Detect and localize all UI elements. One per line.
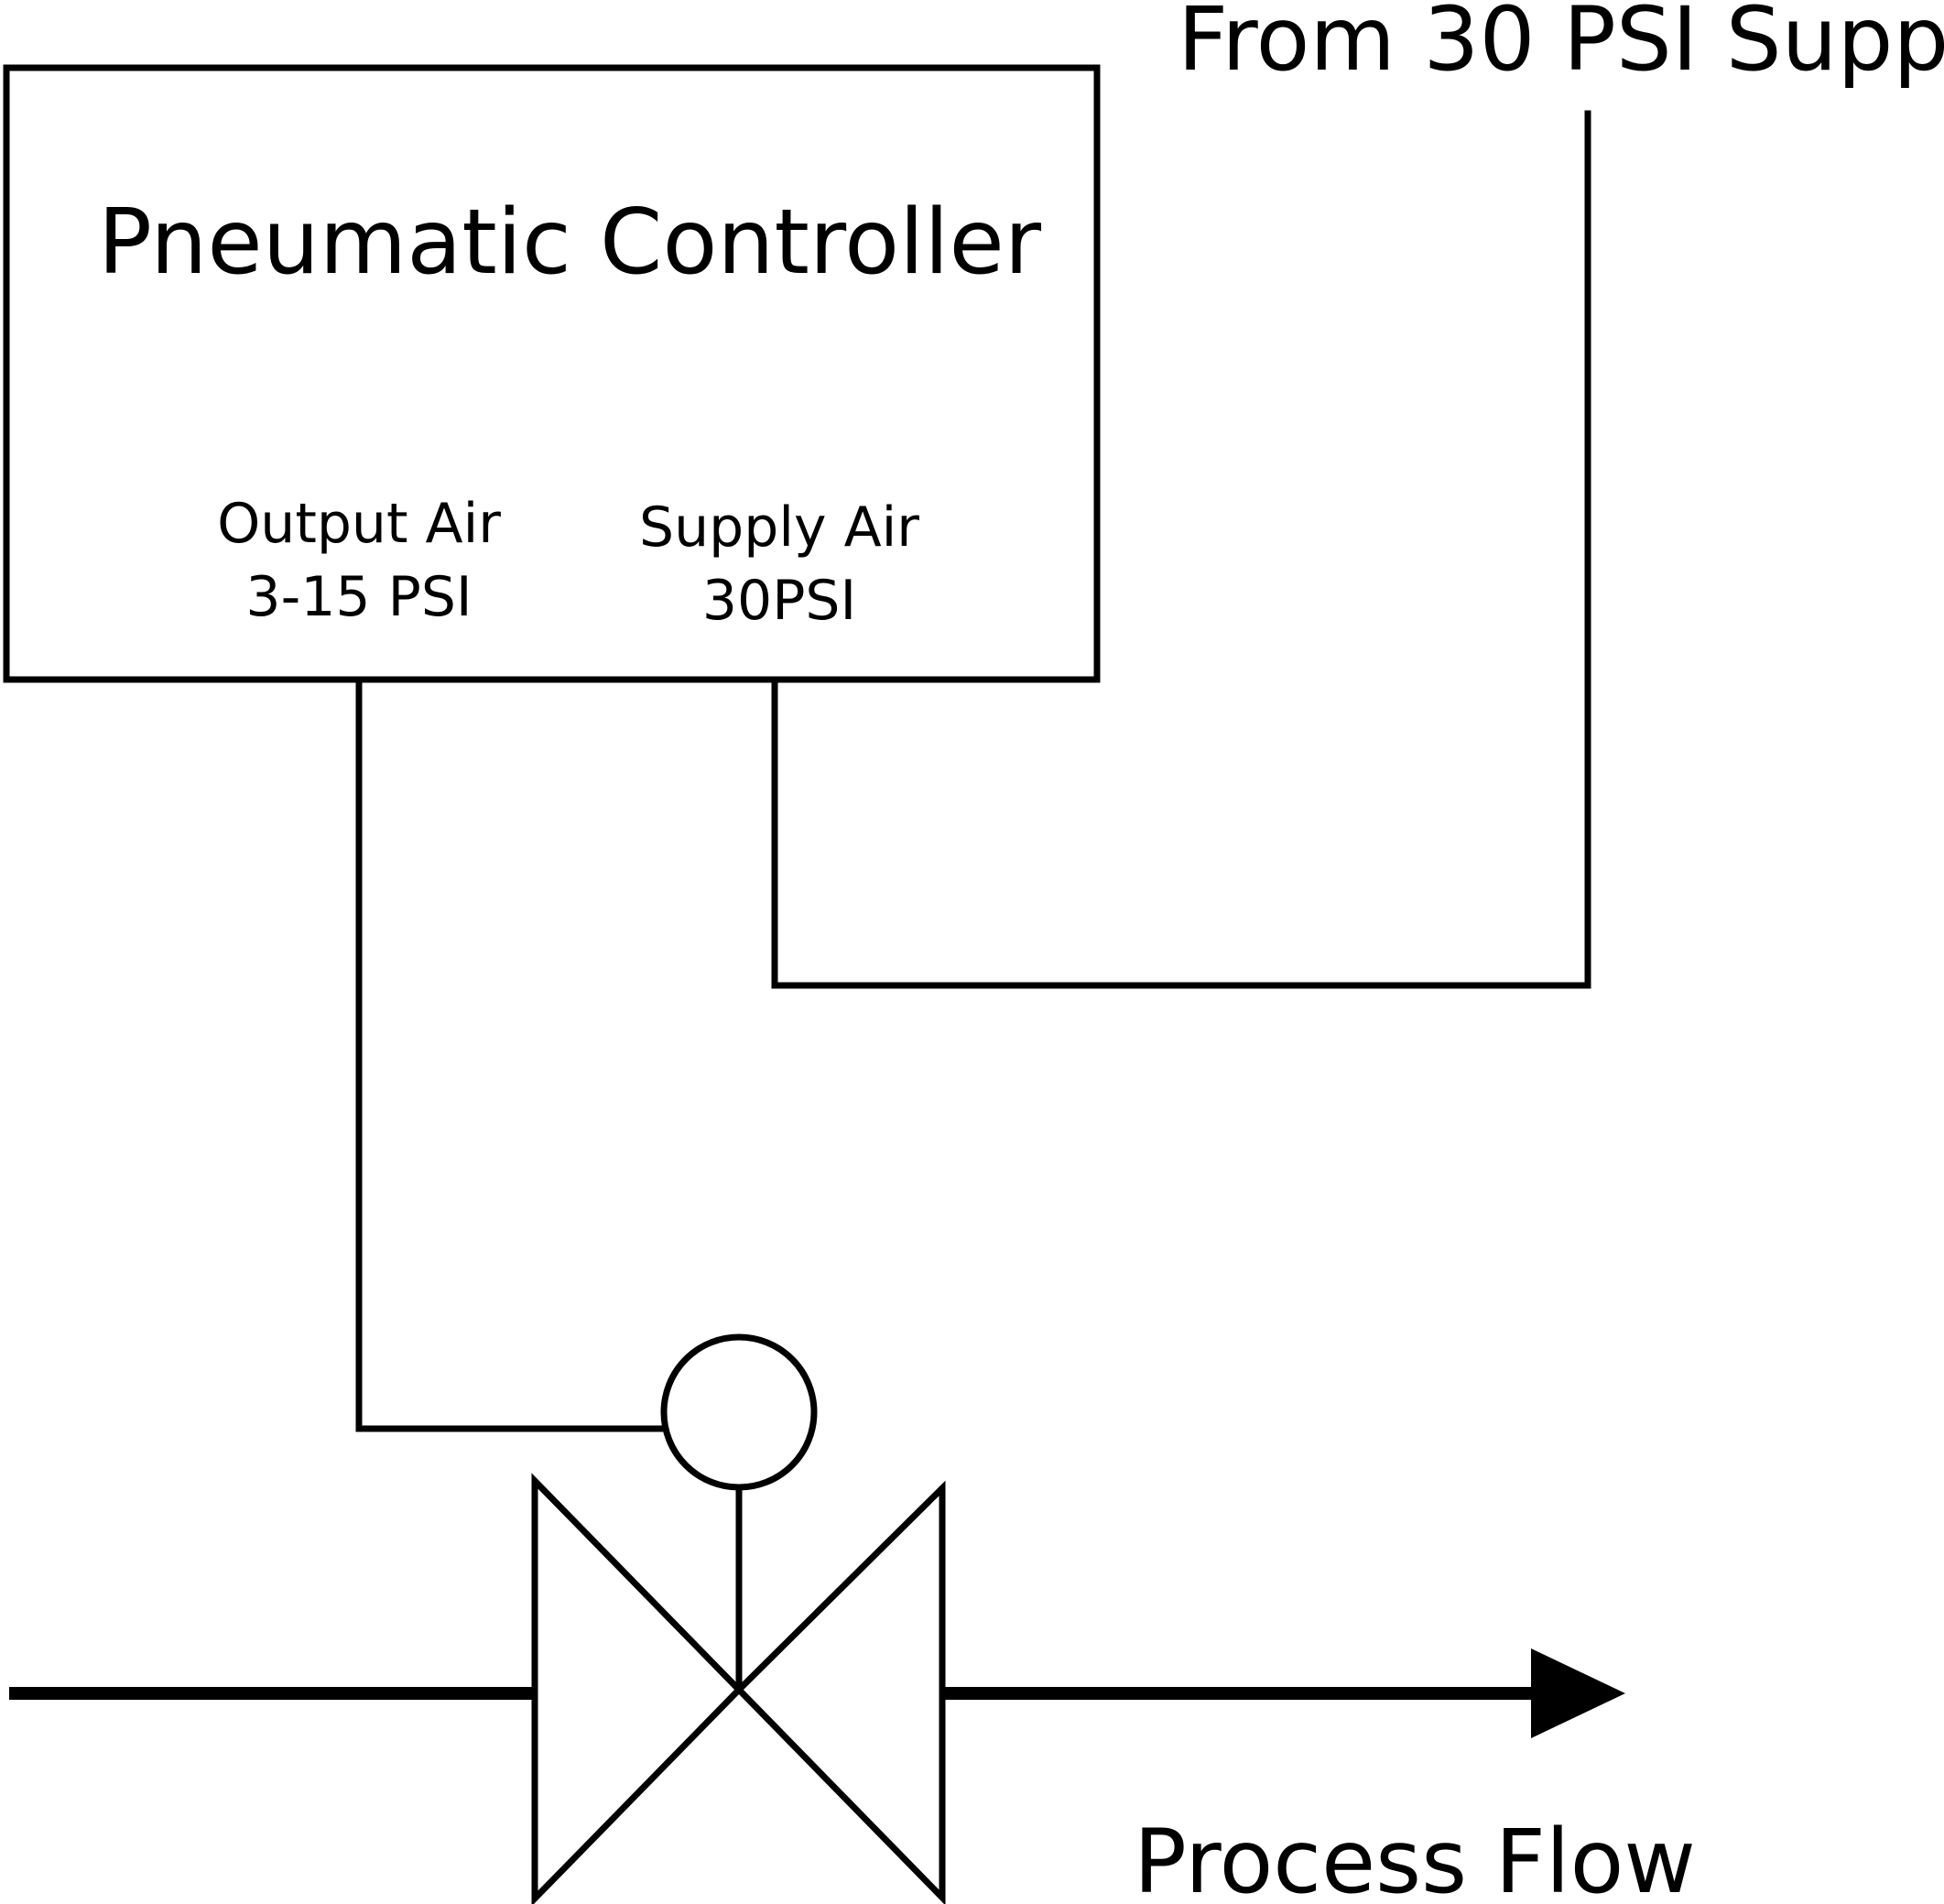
process-flow-label: Process Flow xyxy=(1134,1811,1696,1904)
supply-air-label: Supply Air xyxy=(639,495,919,560)
supply-air-pressure: 30PSI xyxy=(702,569,856,633)
controller-box xyxy=(3,64,1101,683)
controller-title: Pneumatic Controller xyxy=(98,190,1042,295)
process-flow-arrow-icon xyxy=(1531,1648,1625,1738)
control-valve-body xyxy=(531,1473,744,1904)
output-air-label: Output Air xyxy=(217,492,501,556)
control-valve-body-right xyxy=(734,1480,946,1904)
supply-source-label: From 30 PSI Supply xyxy=(1178,0,1944,91)
valve-actuator xyxy=(660,1333,818,1491)
output-air-line xyxy=(355,679,668,1432)
supply-air-line xyxy=(771,110,1591,989)
output-air-pressure: 3-15 PSI xyxy=(245,565,472,629)
